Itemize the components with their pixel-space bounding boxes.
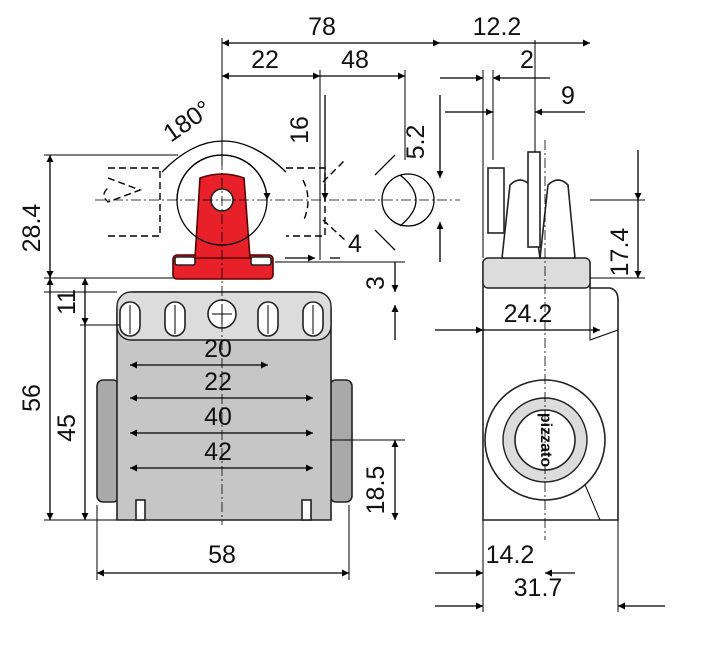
dim-28-4: 28.4 (18, 204, 46, 253)
foot-left (135, 499, 146, 521)
front-view (95, 140, 460, 525)
dim-56: 56 (18, 384, 46, 412)
dim-9: 9 (561, 82, 575, 110)
side-view: pizzato (482, 140, 619, 540)
dimension-lines (44, 38, 665, 612)
dim-3: 3 (362, 276, 390, 290)
dim-58: 58 (208, 541, 236, 569)
right-boss (329, 379, 353, 503)
dim-14-2: 14.2 (486, 541, 535, 569)
dim-48: 48 (341, 46, 369, 74)
dim-5-2: 5.2 (402, 125, 430, 160)
dim-24-2: 24.2 (504, 300, 553, 328)
dim-42: 42 (204, 438, 232, 466)
dim-18-5: 18.5 (362, 466, 390, 515)
dim-12-2: 12.2 (473, 13, 522, 41)
dim-16: 16 (286, 116, 314, 144)
foot-right (301, 499, 312, 521)
dim-2: 2 (520, 46, 534, 74)
dim-11: 11 (53, 289, 81, 315)
left-boss (96, 379, 120, 503)
side-lid (482, 257, 591, 289)
dim-45: 45 (53, 414, 81, 442)
dim-22-top: 22 (251, 46, 279, 74)
red-actuator-lever (194, 173, 251, 259)
brand-logo: pizzato (537, 413, 554, 467)
dim-4: 4 (348, 230, 362, 258)
mounting-slots (119, 301, 324, 337)
dim-31-7: 31.7 (514, 574, 563, 602)
dim-22-mid: 22 (204, 368, 232, 396)
dim-angle: 180° (158, 95, 216, 148)
side-roller (527, 151, 541, 248)
side-roller-guard (487, 167, 505, 234)
alt-positions (103, 154, 435, 251)
dim-20: 20 (204, 335, 232, 363)
dim-40: 40 (204, 403, 232, 431)
dim-17-4: 17.4 (606, 228, 634, 277)
dim-78: 78 (308, 13, 336, 41)
